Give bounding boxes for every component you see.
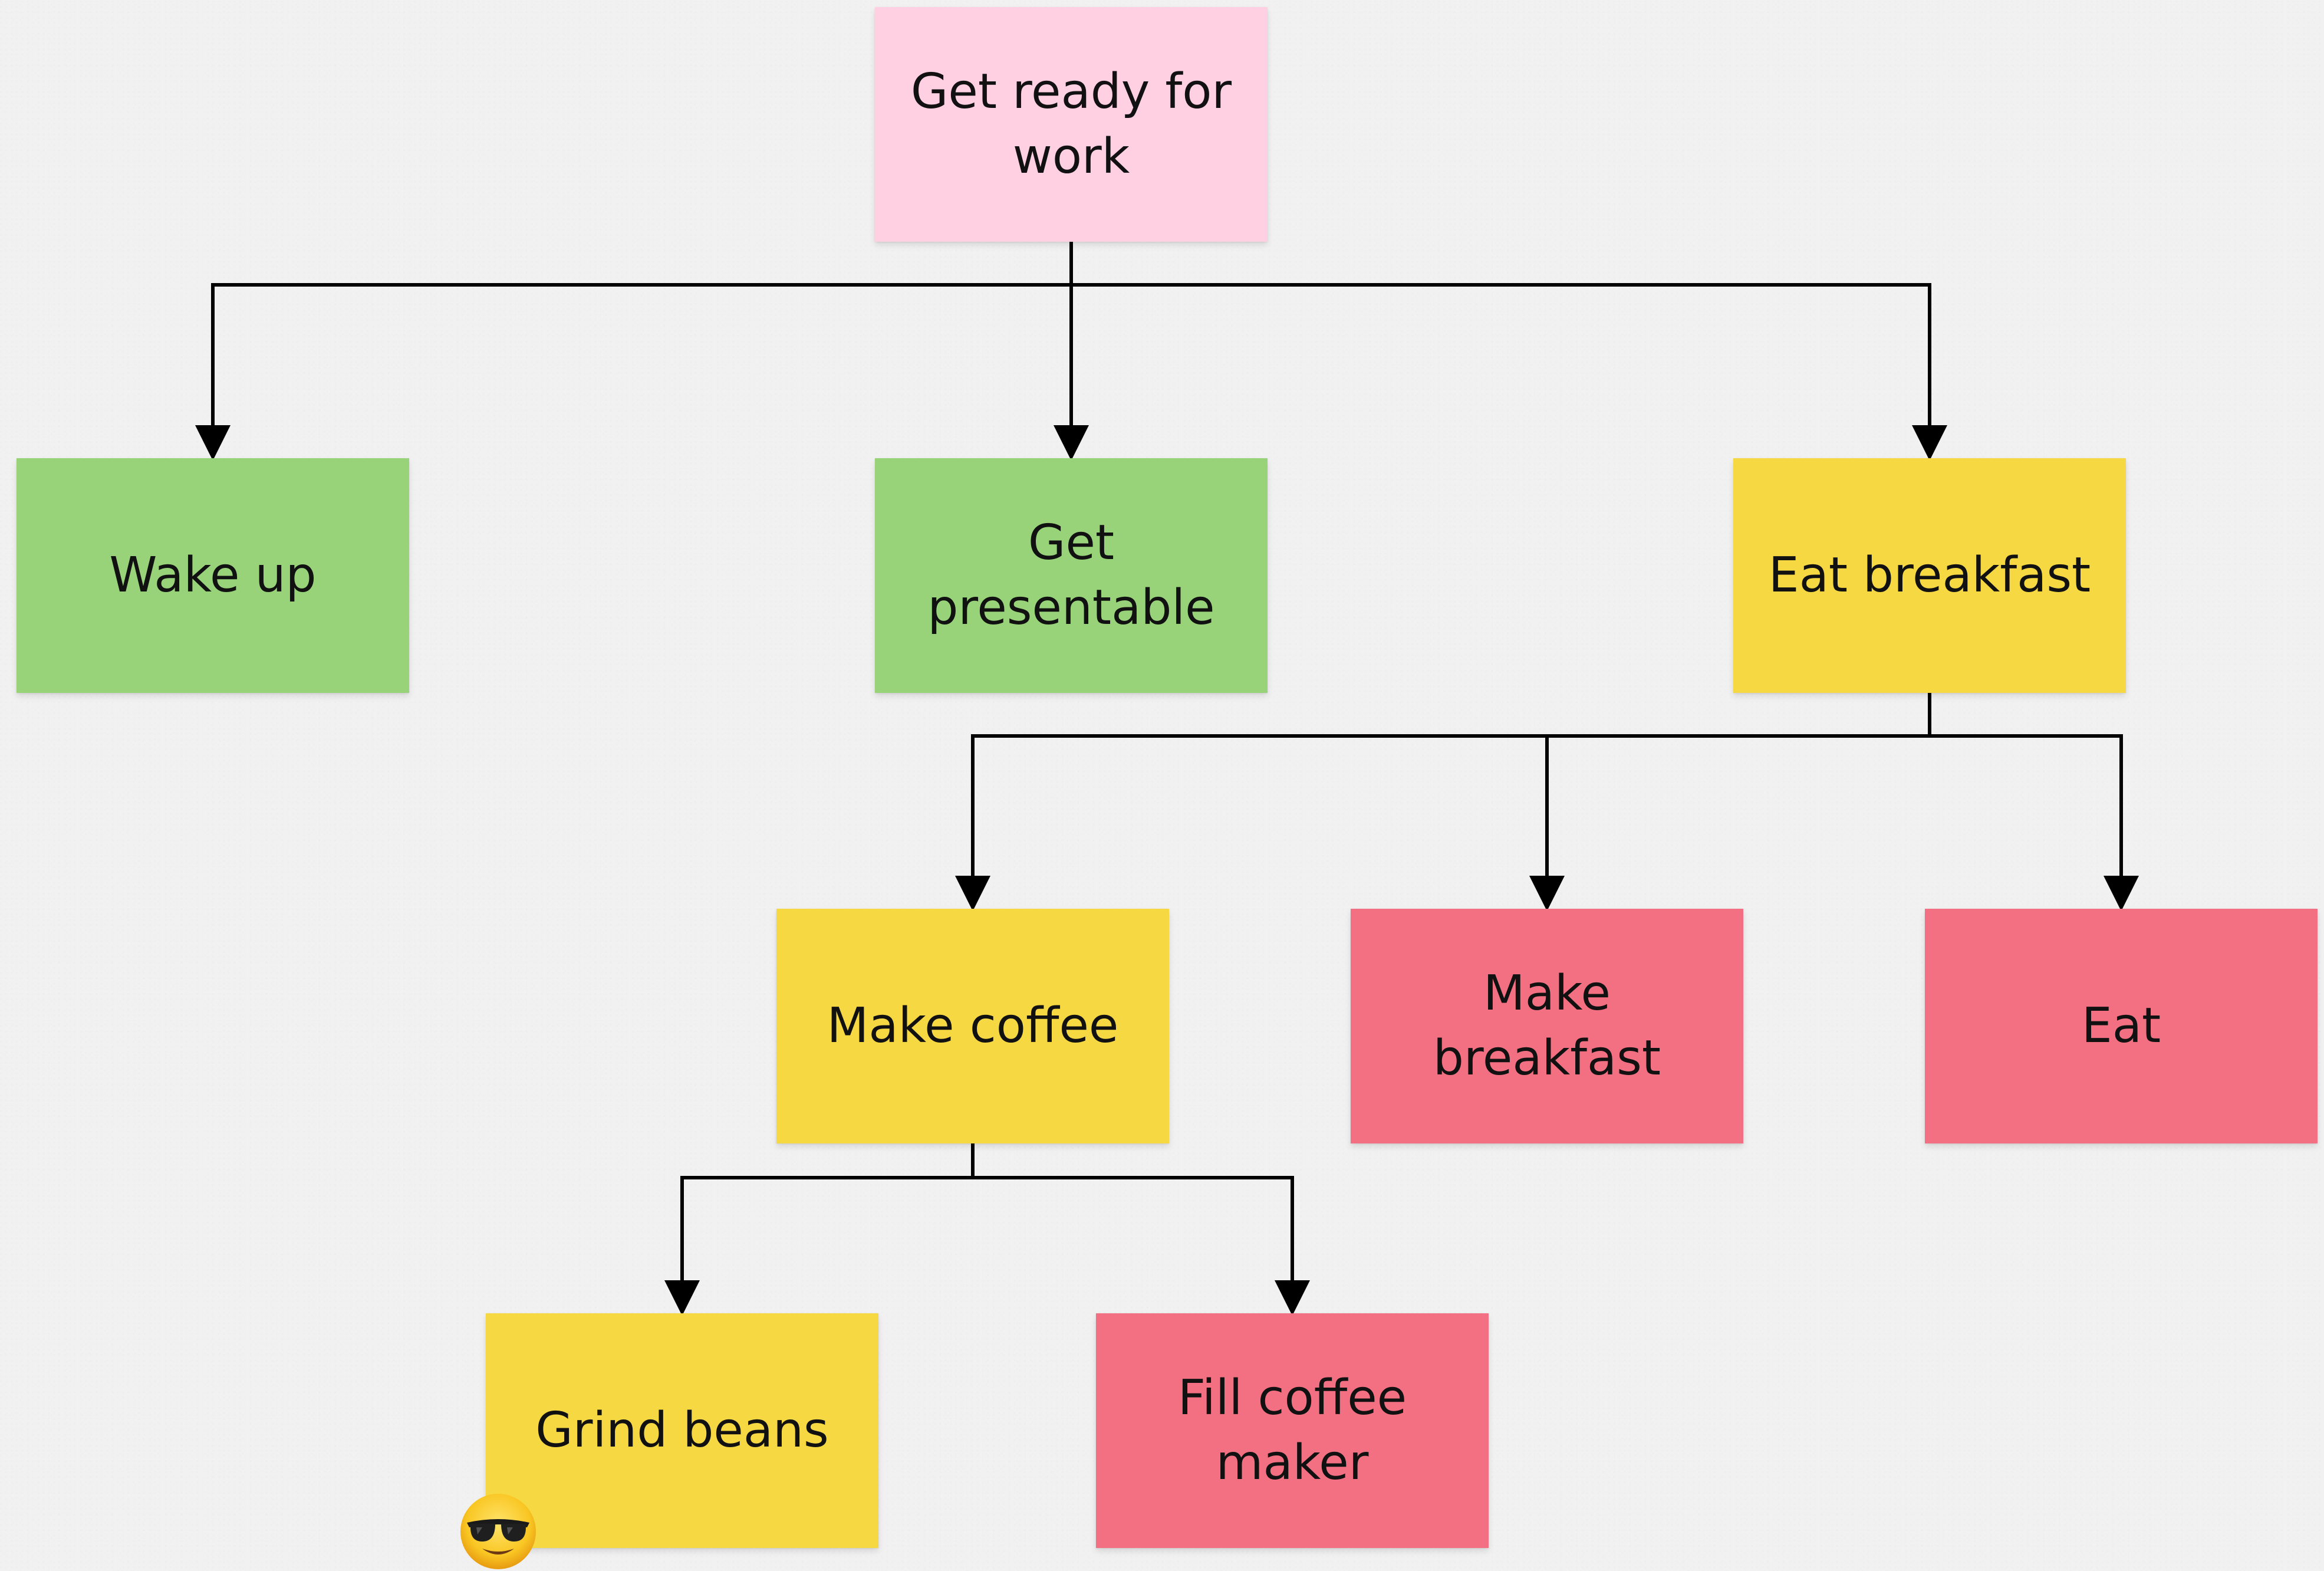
connector-arrow bbox=[195, 283, 1071, 461]
smiling-face-with-sunglasses-icon bbox=[460, 1494, 536, 1569]
node-label: Get presentable bbox=[927, 515, 1215, 636]
node-label: Grind beans bbox=[535, 1402, 829, 1458]
node-get-ready-for-work[interactable]: Get ready for work bbox=[875, 7, 1268, 242]
node-fill-coffee-maker[interactable]: Fill coffee maker bbox=[1096, 1313, 1489, 1548]
node-get-presentable[interactable]: Get presentable bbox=[875, 458, 1268, 693]
node-label: Eat bbox=[2081, 998, 2161, 1054]
node-label: Wake up bbox=[109, 547, 317, 603]
connector-arrow bbox=[973, 1176, 1310, 1316]
connector-arrow bbox=[1071, 283, 1947, 461]
node-label: Eat breakfast bbox=[1768, 547, 2091, 603]
node-eat[interactable]: Eat bbox=[1925, 909, 2318, 1143]
connector-arrow bbox=[1930, 734, 2139, 911]
node-label: Make coffee bbox=[827, 998, 1119, 1054]
connector-arrow bbox=[955, 734, 1930, 911]
node-label: Fill coffee maker bbox=[1177, 1370, 1407, 1491]
node-grind-beans[interactable]: Grind beans bbox=[486, 1313, 878, 1548]
node-label: Make breakfast bbox=[1433, 965, 1661, 1086]
node-wake-up[interactable]: Wake up bbox=[17, 458, 409, 693]
node-eat-breakfast[interactable]: Eat breakfast bbox=[1733, 458, 2126, 693]
connector-arrow bbox=[664, 1176, 973, 1316]
node-make-coffee[interactable]: Make coffee bbox=[776, 909, 1169, 1143]
connector-arrow bbox=[1529, 734, 1930, 911]
node-make-breakfast[interactable]: Make breakfast bbox=[1351, 909, 1743, 1143]
node-label: Get ready for work bbox=[910, 64, 1232, 185]
